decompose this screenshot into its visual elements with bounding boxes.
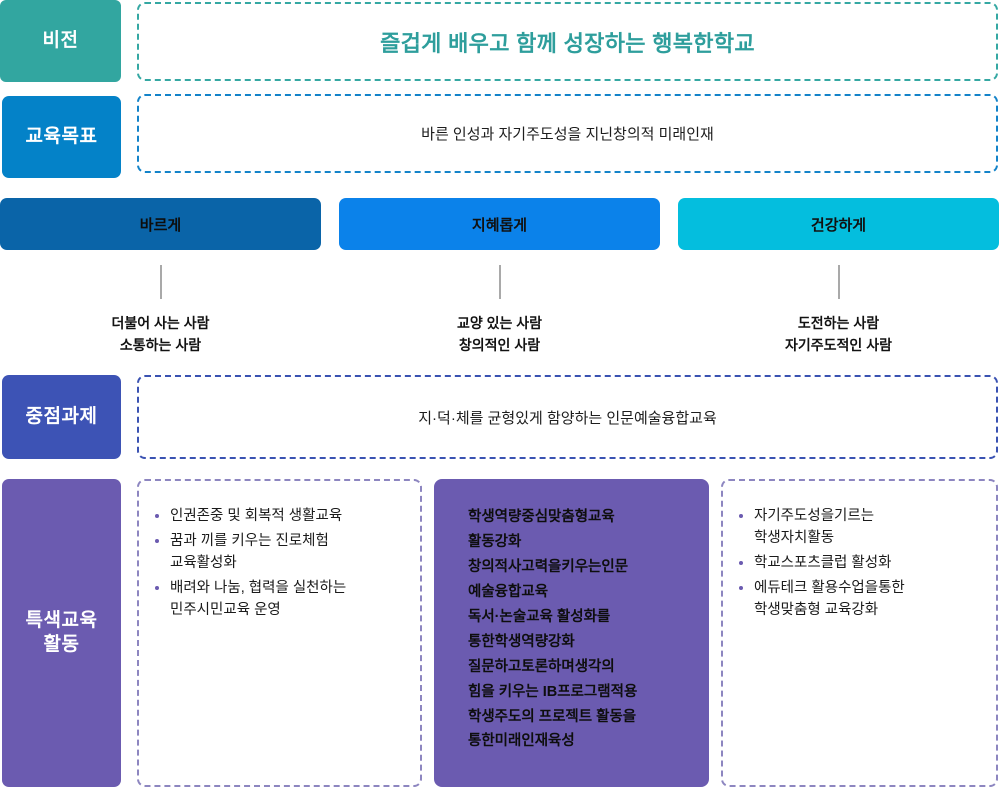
activity-1-line: 질문하고토론하며생각의 xyxy=(468,658,615,675)
pillar-desc-1-line1: 교양 있는 사람 xyxy=(456,315,543,331)
key-task-label-chip: 중점과제 xyxy=(2,375,121,459)
pillar-title-1: 지혜롭게 xyxy=(471,216,528,234)
education-goal-label-text: 교육목표 xyxy=(25,126,98,148)
pillar-description-1: 교양 있는 사람 창의적인 사람 xyxy=(339,313,660,359)
connector-line-2 xyxy=(838,265,840,299)
pillar-banner-barugye: 바르게 xyxy=(0,198,321,250)
pillar-description-0: 더불어 사는 사람 소통하는 사람 xyxy=(0,313,321,359)
pillar-banner-jihyeropge: 지혜롭게 xyxy=(339,198,660,250)
activity-1-line: 활동강화 xyxy=(468,533,522,550)
connector-line-0 xyxy=(160,265,162,299)
special-activities-label-chip: 특색교육 활동 xyxy=(2,479,121,787)
connector-line-1 xyxy=(499,265,501,299)
pillar-desc-0-line1: 더불어 사는 사람 xyxy=(111,315,210,331)
activity-1-line: 독서·논술교육 활성화를 xyxy=(468,608,611,625)
education-goal-label-chip: 교육목표 xyxy=(2,96,121,178)
activity-1-line: 통한미래인재육성 xyxy=(468,733,575,750)
pillar-banner-geonganghage: 건강하게 xyxy=(678,198,999,250)
special-activities-label-line2: 활동 xyxy=(43,634,80,655)
pillar-desc-0-line2: 소통하는 사람 xyxy=(119,336,202,353)
pillar-title-0: 바르게 xyxy=(139,216,182,234)
activity-1-line: 힘을 키우는 IB프로그램적용 xyxy=(468,683,638,700)
education-goal-panel: 바른 인성과 자기주도성을 지닌창의적 미래인재 xyxy=(137,94,998,173)
activity-1-line: 예술융합교육 xyxy=(468,583,549,600)
activity-1-line: 학생주도의 프로젝트 활동을 xyxy=(468,708,637,725)
pillar-description-2: 도전하는 사람 자기주도적인 사람 xyxy=(678,313,999,359)
pillar-desc-1-line2: 창의적인 사람 xyxy=(458,336,541,353)
key-task-label-text: 중점과제 xyxy=(25,406,98,428)
pillar-desc-2-line1: 도전하는 사람 xyxy=(797,315,880,331)
key-task-panel: 지·덕·체를 균형있게 함양하는 인문예술융합교육 xyxy=(137,375,998,459)
activity-2-item: 학교스포츠클럽 활성화 xyxy=(737,552,980,574)
vision-panel: 즐겁게 배우고 함께 성장하는 행복한학교 xyxy=(137,2,998,81)
vision-label-chip: 비전 xyxy=(0,0,121,82)
activity-1-line: 창의적사고력을키우는인문 xyxy=(468,558,629,575)
special-activities-label-line1: 특색교육 xyxy=(25,610,98,632)
activity-0-item: 인권존중 및 회복적 생활교육 xyxy=(153,505,404,527)
activity-1-line: 학생역량중심맞춤형교육 xyxy=(468,509,615,525)
vision-label-text: 비전 xyxy=(42,30,79,52)
pillar-desc-2-line2: 자기주도적인 사람 xyxy=(785,336,892,353)
vision-statement-text: 즐겁게 배우고 함께 성장하는 행복한학교 xyxy=(380,30,755,56)
activity-1-line: 통한학생역량강화 xyxy=(468,633,575,650)
pillar-title-2: 건강하게 xyxy=(810,216,867,234)
key-task-text: 지·덕·체를 균형있게 함양하는 인문예술융합교육 xyxy=(418,409,717,427)
education-goal-text: 바른 인성과 자기주도성을 지닌창의적 미래인재 xyxy=(421,126,714,143)
